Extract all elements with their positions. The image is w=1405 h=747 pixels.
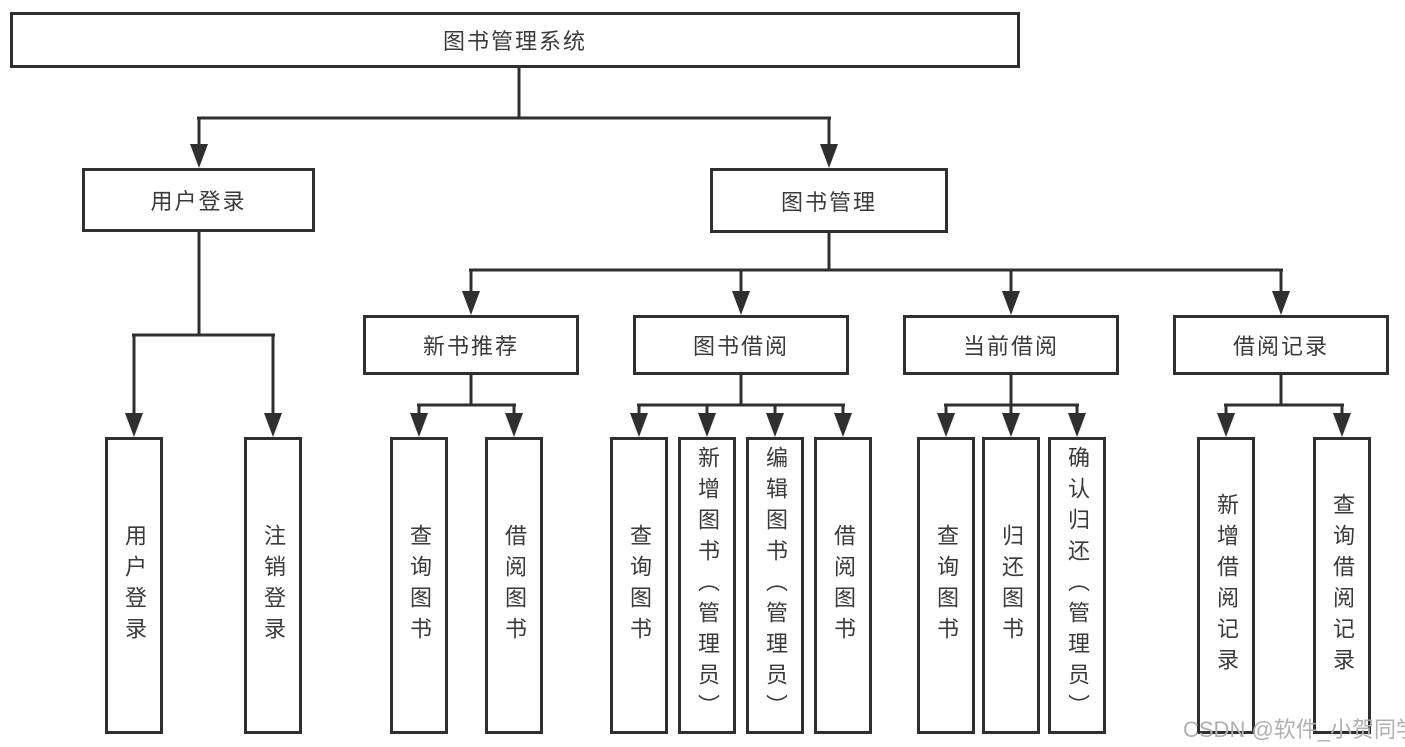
leaf-user-login-label: 用户登录 xyxy=(122,523,147,648)
leaf-query-books-recommend: 查询图书 xyxy=(390,437,448,734)
leaf-add-borrow-record: 新增借阅记录 xyxy=(1197,437,1255,734)
leaf-return-books-label: 归还图书 xyxy=(999,523,1024,648)
leaf-borrow-books-recommend-label: 借阅图书 xyxy=(502,523,527,648)
leaf-borrow-books-label: 借阅图书 xyxy=(831,523,856,648)
leaf-confirm-return-admin: 确认归还（管理员） xyxy=(1048,437,1106,734)
node-user-login: 用户登录 xyxy=(82,168,315,232)
node-book-borrowing: 图书借阅 xyxy=(633,315,849,375)
leaf-edit-book-admin-label: 编辑图书（管理员） xyxy=(763,446,788,725)
leaf-return-books: 归还图书 xyxy=(982,437,1040,734)
node-book-management: 图书管理 xyxy=(710,168,948,233)
leaf-add-borrow-record-label: 新增借阅记录 xyxy=(1214,492,1239,679)
node-new-book-recommendation: 新书推荐 xyxy=(363,315,579,375)
leaf-user-login: 用户登录 xyxy=(105,437,163,734)
leaf-query-books-borrow: 查询图书 xyxy=(610,437,668,734)
leaf-query-borrow-record: 查询借阅记录 xyxy=(1313,437,1371,734)
leaf-query-borrow-record-label: 查询借阅记录 xyxy=(1330,492,1355,679)
node-current-borrowing: 当前借阅 xyxy=(903,315,1119,375)
leaf-borrow-books: 借阅图书 xyxy=(814,437,872,734)
leaf-logout-label: 注销登录 xyxy=(261,523,286,648)
leaf-logout: 注销登录 xyxy=(244,437,302,734)
leaf-add-book-admin-label: 新增图书（管理员） xyxy=(695,446,720,725)
node-borrowing-records: 借阅记录 xyxy=(1173,315,1389,375)
leaf-query-books-current-label: 查询图书 xyxy=(934,523,959,648)
leaf-confirm-return-admin-label: 确认归还（管理员） xyxy=(1065,446,1090,725)
leaf-edit-book-admin: 编辑图书（管理员） xyxy=(746,437,804,734)
leaf-borrow-books-recommend: 借阅图书 xyxy=(485,437,543,734)
leaf-add-book-admin: 新增图书（管理员） xyxy=(678,437,736,734)
leaf-query-books-recommend-label: 查询图书 xyxy=(407,523,432,648)
leaf-query-books-current: 查询图书 xyxy=(917,437,975,734)
csdn-watermark: CSDN @软件_小贺同学 xyxy=(1183,717,1405,742)
leaf-query-books-borrow-label: 查询图书 xyxy=(627,523,652,648)
node-library-management-system: 图书管理系统 xyxy=(10,12,1020,68)
